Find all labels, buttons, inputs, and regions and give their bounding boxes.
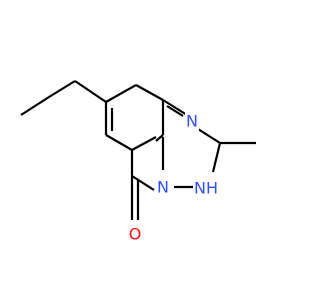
atom-label-nh-bg (193, 178, 219, 198)
bond-c5-nh (211, 142, 222, 173)
bond-c7-ntop-double (166, 105, 184, 117)
bond-c4-nbridge (131, 175, 155, 191)
atom-label-n-bridge-bg (156, 177, 170, 197)
atom-label-o: O (129, 225, 142, 244)
bond-ethyl-ch2 (48, 80, 76, 98)
bond-ethyl-ring (74, 80, 107, 103)
bond-c7-ntop (162, 99, 188, 116)
atom-label-n-bridge: N (157, 178, 169, 197)
bond-ethyl-ch3 (20, 96, 50, 116)
atom-label-nh: NH (194, 179, 218, 198)
atom-label-n-top: N (186, 112, 198, 131)
bond-ring-c2-c3 (105, 134, 133, 151)
molecule-diagram: N N NH O (20, 80, 256, 244)
bond-ring-c6-c7 (135, 84, 164, 101)
structure-canvas: N N NH O (20, 80, 256, 244)
atom-label-o-bg (128, 224, 142, 244)
bond-ring-c3-n (131, 136, 157, 151)
bond-ring-bridge (155, 134, 164, 142)
bond-ring-c1-c6 (105, 84, 137, 103)
bond-ntop-c5 (197, 128, 221, 144)
atom-label-n-top-bg (185, 111, 199, 131)
